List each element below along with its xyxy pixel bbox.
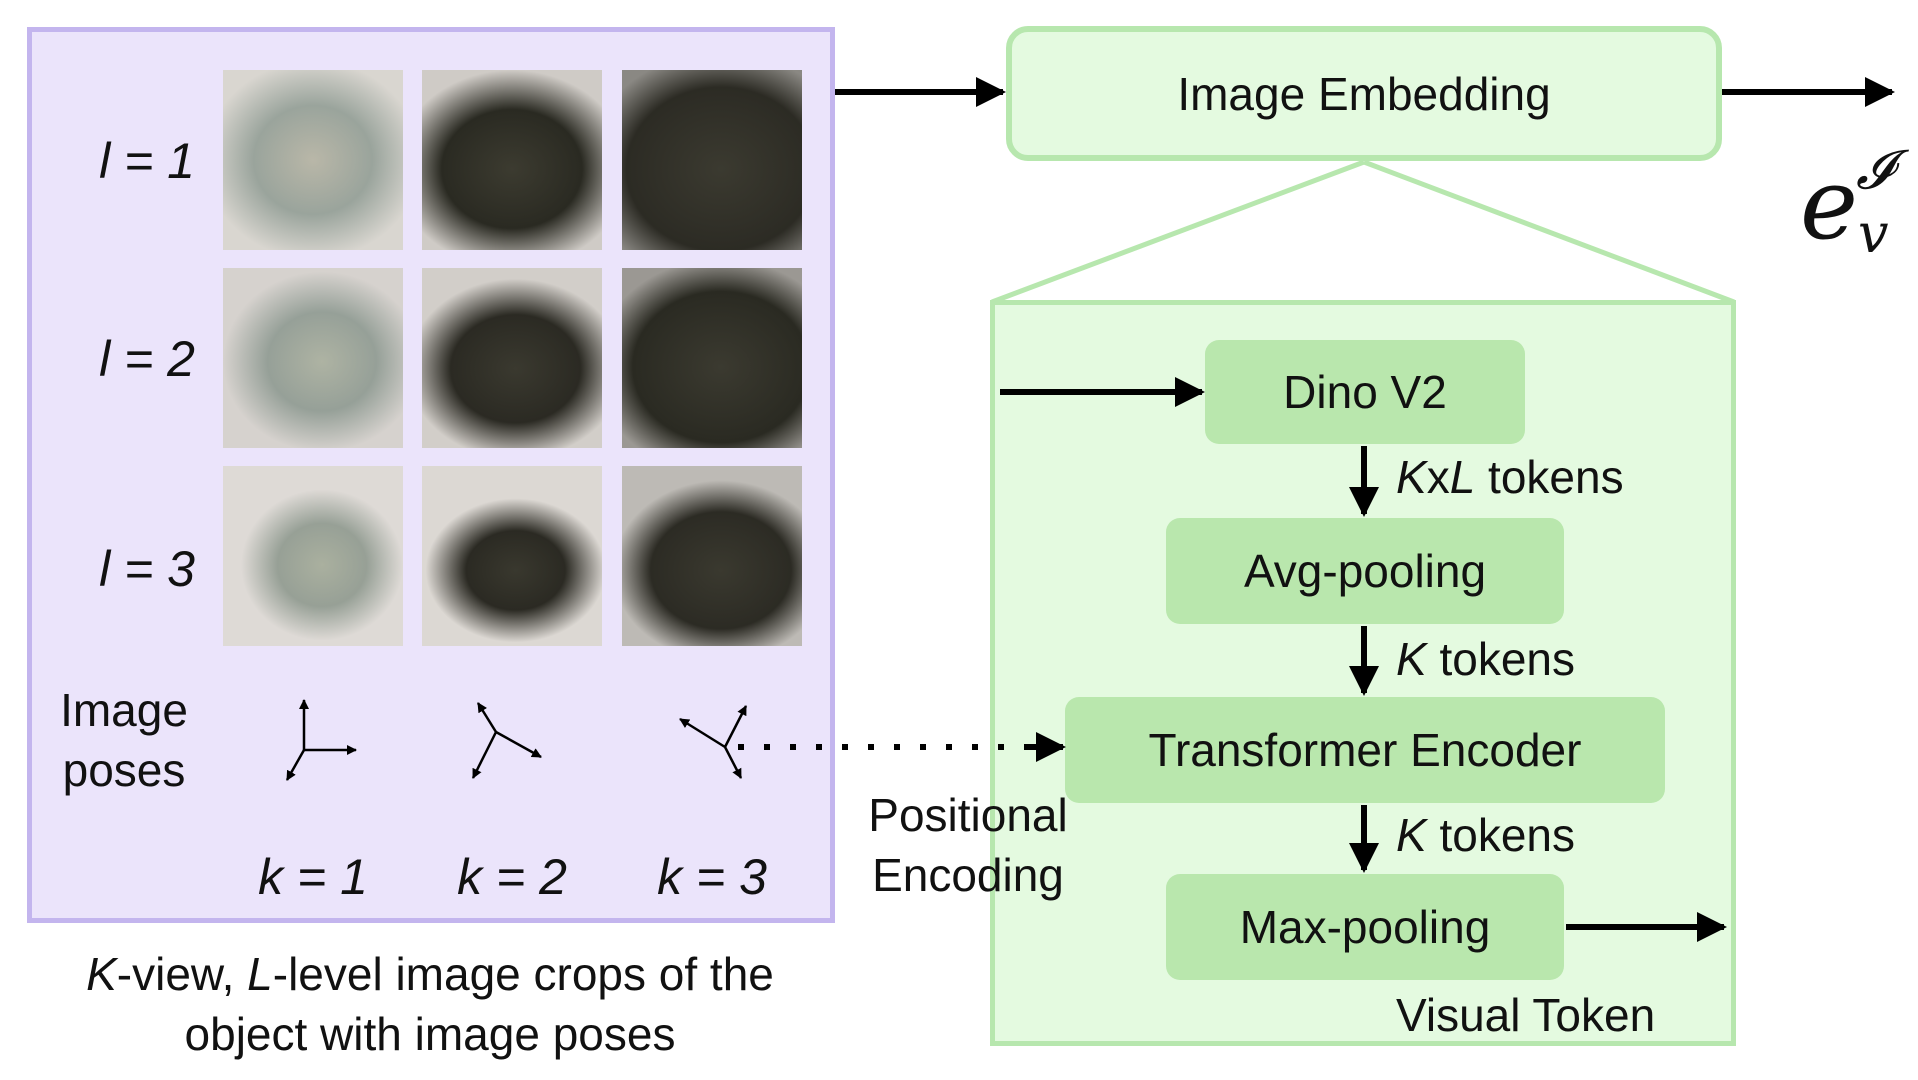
token-rest: tokens bbox=[1426, 633, 1575, 685]
caption-line-1: K-view, L-level image crops of the bbox=[30, 944, 830, 1004]
poses-label: Image poses bbox=[34, 680, 214, 800]
image-embedding-box: Image Embedding bbox=[1006, 26, 1722, 161]
crop-image-l3-k2 bbox=[422, 466, 602, 646]
positional-encoding-label: Positional Encoding bbox=[848, 785, 1088, 905]
symbol-superscript: 𝓘 bbox=[1856, 138, 1893, 201]
caption-a: -view, bbox=[116, 948, 248, 1000]
token-k: K bbox=[1396, 633, 1427, 685]
zoom-line-left bbox=[991, 159, 1365, 305]
crop-image-l2-k1 bbox=[223, 268, 403, 448]
crop-image-l3-k1 bbox=[223, 466, 403, 646]
view-label-1: k = 1 bbox=[258, 849, 368, 905]
crop-image-l2-k3 bbox=[622, 268, 802, 448]
image-embedding-label: Image Embedding bbox=[1177, 67, 1551, 120]
token-rest: tokens bbox=[1426, 809, 1575, 861]
dino-v2-label: Dino V2 bbox=[1283, 366, 1447, 418]
left-caption: K-view, L-level image crops of the objec… bbox=[30, 944, 830, 1064]
zoom-line-right bbox=[1363, 159, 1735, 305]
crop-image-l2-k2 bbox=[422, 268, 602, 448]
dino-v2-module: Dino V2 bbox=[1205, 340, 1525, 444]
token-l: L bbox=[1449, 451, 1476, 503]
max-pooling-label: Max-pooling bbox=[1239, 901, 1491, 953]
poses-label-line2: poses bbox=[62, 744, 186, 796]
output-embedding-symbol: e 𝓘 v bbox=[1800, 138, 1910, 265]
crop-image-l3-k3 bbox=[622, 466, 802, 646]
token-label-k-1: K tokens bbox=[1396, 632, 1575, 686]
pose-gizmo-k2 bbox=[471, 702, 542, 779]
view-label-2: k = 2 bbox=[457, 849, 567, 905]
token-k: K bbox=[1396, 451, 1427, 503]
symbol-subscript: v bbox=[1858, 202, 1889, 265]
token-label-kxl: KxL tokens bbox=[1396, 450, 1624, 504]
avg-pooling-module: Avg-pooling bbox=[1166, 518, 1564, 624]
view-label-3: k = 3 bbox=[657, 849, 767, 905]
level-label-1: l = 1 bbox=[99, 133, 195, 189]
token-k: K bbox=[1396, 809, 1427, 861]
transformer-encoder-label: Transformer Encoder bbox=[1148, 724, 1582, 776]
symbol-base: e bbox=[1800, 148, 1858, 262]
crop-image-l1-k2 bbox=[422, 70, 602, 250]
pose-gizmo-k3 bbox=[679, 705, 748, 779]
token-label-k-2: K tokens bbox=[1396, 808, 1575, 862]
transformer-encoder-module: Transformer Encoder bbox=[1065, 697, 1665, 803]
caption-b: -level image crops of the bbox=[272, 948, 774, 1000]
level-label-2: l = 2 bbox=[99, 331, 195, 387]
caption-k: K bbox=[86, 948, 117, 1000]
caption-line-2: object with image poses bbox=[184, 1008, 676, 1060]
avg-pooling-label: Avg-pooling bbox=[1243, 545, 1487, 597]
caption-l: L bbox=[247, 948, 273, 1000]
poses-label-line1: Image bbox=[60, 684, 188, 736]
crop-image-l1-k3 bbox=[622, 70, 802, 250]
token-rest: tokens bbox=[1475, 451, 1624, 503]
positional-encoding-line1: Positional bbox=[868, 789, 1068, 841]
visual-token-label: Visual Token bbox=[1396, 989, 1656, 1041]
pose-gizmo-k1 bbox=[285, 699, 357, 781]
positional-encoding-line2: Encoding bbox=[872, 849, 1064, 901]
crop-image-l1-k1 bbox=[223, 70, 403, 250]
max-pooling-module: Max-pooling bbox=[1166, 874, 1564, 980]
level-label-3: l = 3 bbox=[99, 541, 195, 597]
token-x: x bbox=[1426, 451, 1450, 503]
